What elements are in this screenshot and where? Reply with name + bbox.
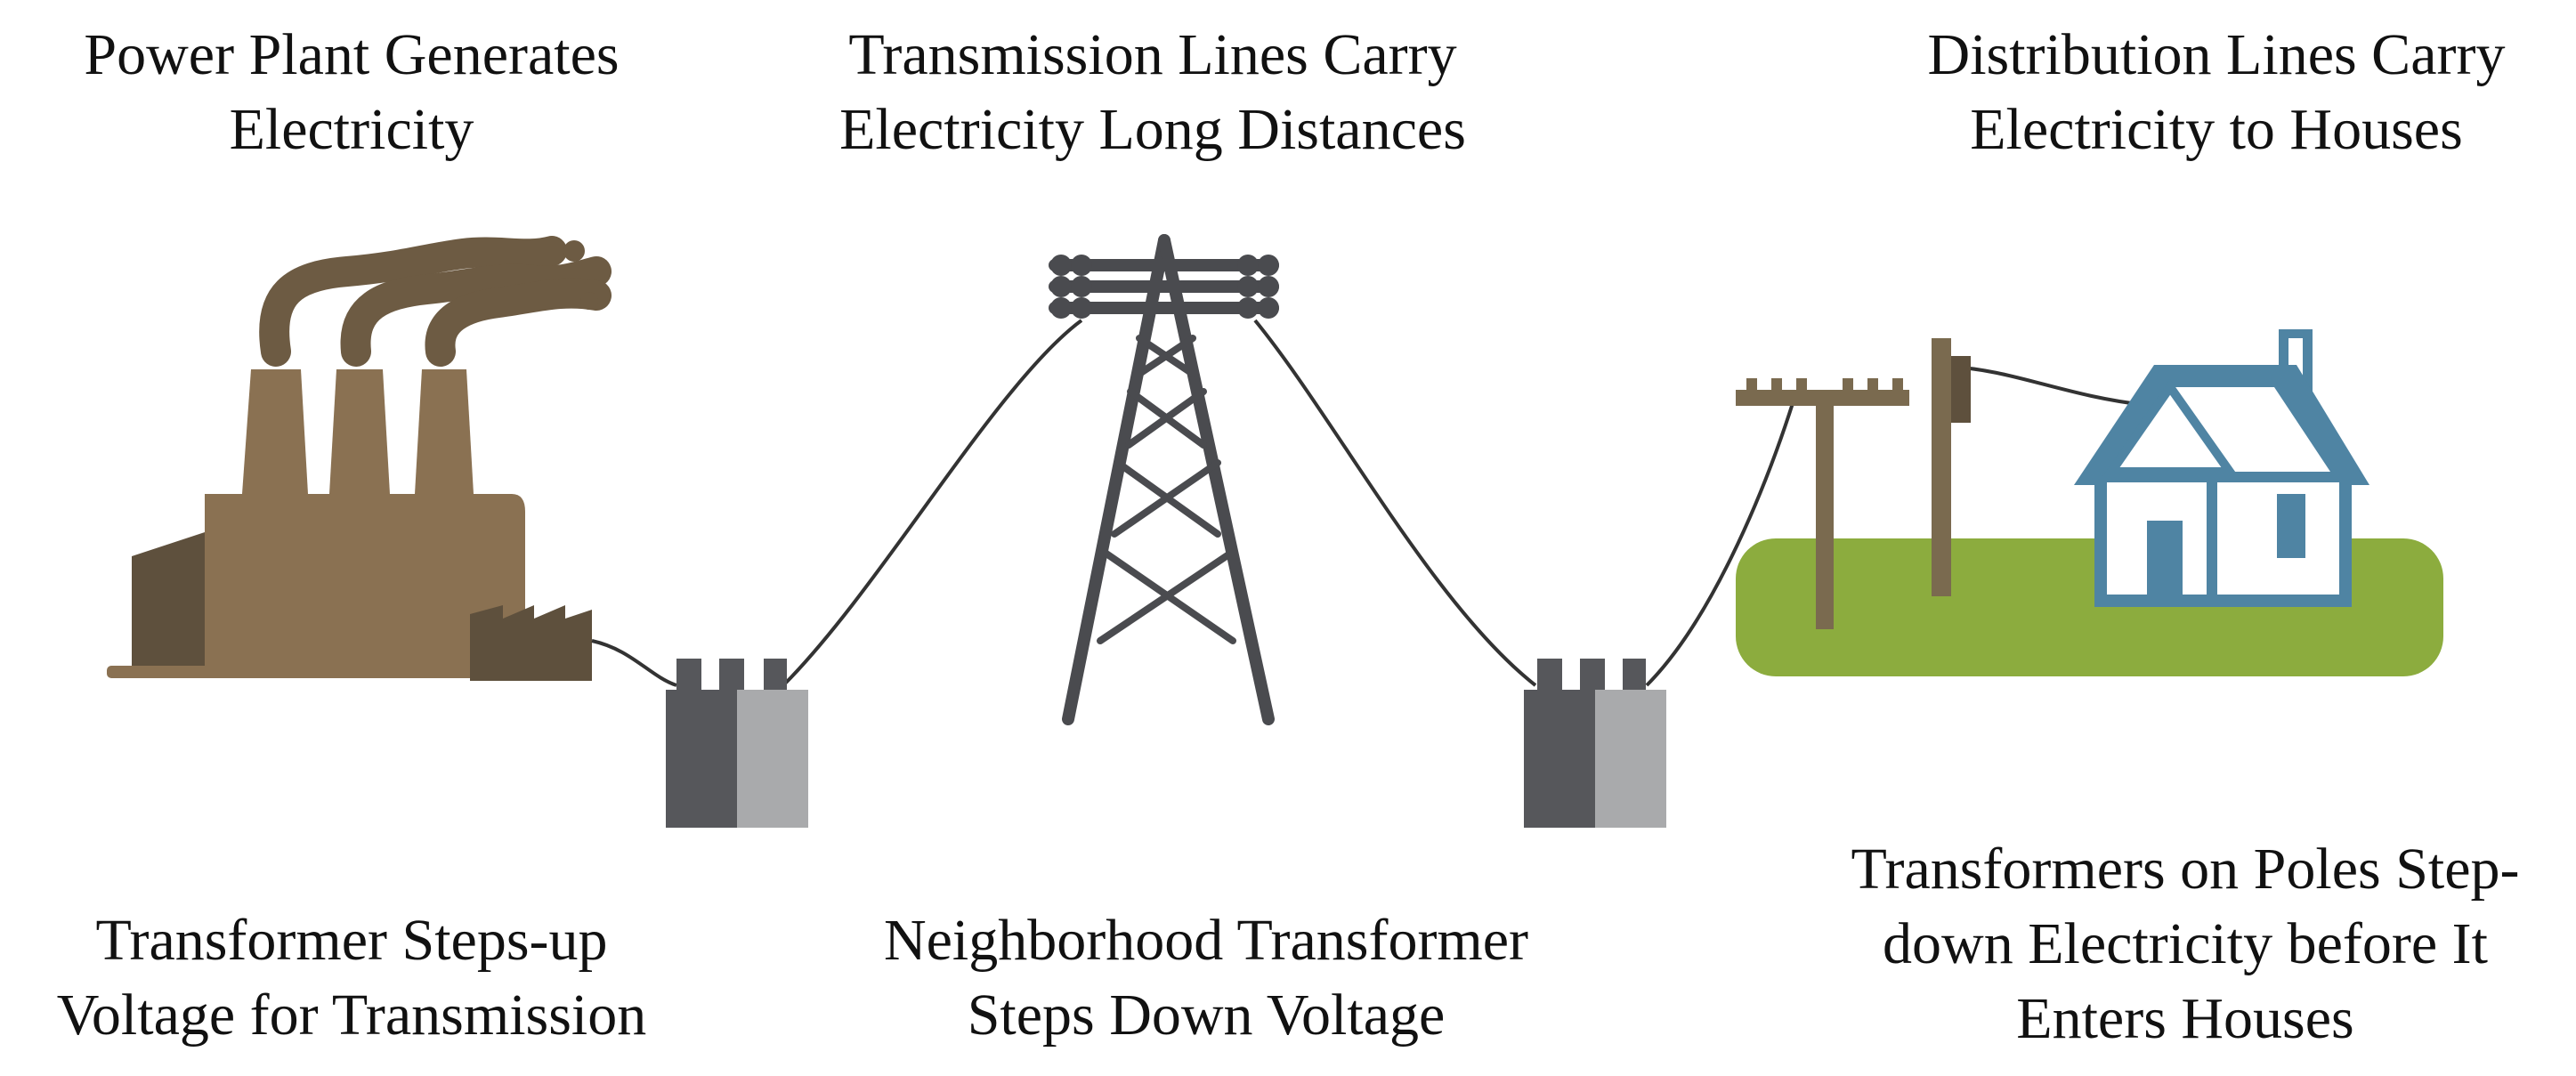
transmission-tower-icon [1049,234,1279,725]
caption-transmission-lines: Transmission Lines Carry Electricity Lon… [839,22,1466,162]
power-plant-icon [107,236,612,681]
house-icon [2074,329,2369,607]
utility-pole-icon [1736,338,1971,629]
pole-transformer-icon [1951,356,1971,423]
step-up-transformer-icon [666,659,808,828]
power-lines [591,319,2146,687]
neighborhood-transformer-icon [1524,659,1666,828]
caption-pole-transformers: Transformers on Poles Step- down Electri… [1851,837,2520,1051]
caption-step-up-transformer: Transformer Steps-up Voltage for Transmi… [56,908,647,1048]
caption-distribution-lines: Distribution Lines Carry Electricity to … [1927,22,2506,162]
caption-power-plant: Power Plant Generates Electricity [84,22,620,162]
caption-neighborhood-transformer: Neighborhood Transformer Steps Down Volt… [883,908,1529,1048]
